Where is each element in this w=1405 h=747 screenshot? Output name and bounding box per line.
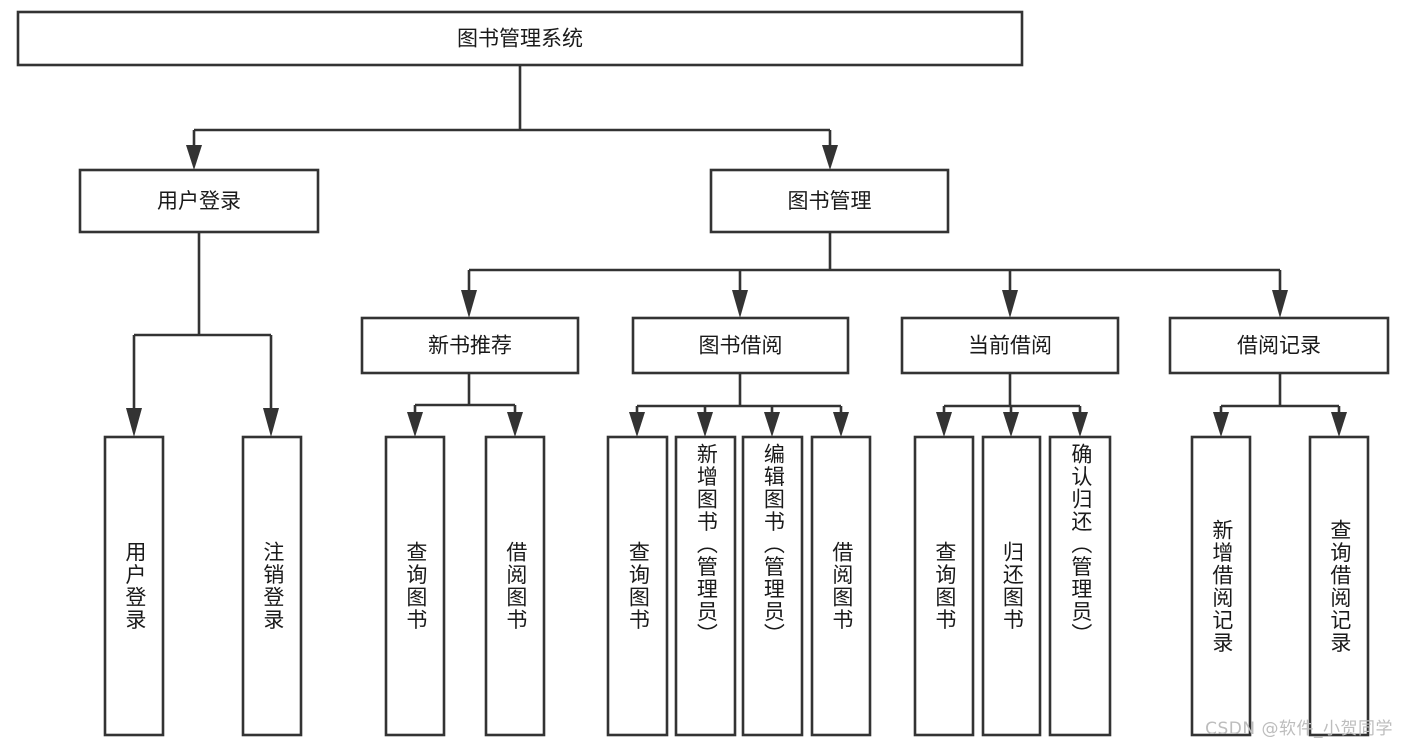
leaf-box-add-borrow-record[interactable] (1190, 435, 1252, 737)
node-label: 当前借阅 (968, 334, 1052, 358)
leaf-box-borrow-book[interactable] (810, 435, 872, 737)
arrow-head-icon (833, 412, 849, 437)
connector-records-to-leaves (1213, 373, 1347, 437)
node-user-login[interactable]: 用户登录 (78, 168, 320, 234)
connector-userlogin-to-leaves (126, 232, 279, 437)
node-box (1168, 316, 1390, 375)
node-label: 新书推荐 (428, 334, 512, 358)
arrow-head-icon (1072, 412, 1088, 437)
leaf-box-query-book-current[interactable] (913, 435, 975, 737)
arrow-head-icon (1003, 412, 1019, 437)
arrow-head-icon (186, 145, 202, 170)
leaf-box-user-login[interactable] (103, 435, 165, 737)
watermark-text: CSDN @软件_小贺同学 (1205, 719, 1393, 739)
arrow-head-icon (1213, 412, 1229, 437)
connector-root-to-level2 (186, 65, 838, 170)
node-label: 图书管理 (788, 189, 872, 213)
node-borrow-records[interactable]: 借阅记录 (1168, 316, 1390, 375)
node-label: 借阅记录 (1237, 334, 1321, 358)
arrow-head-icon (407, 412, 423, 437)
leaf-box-query-book-borrow[interactable] (606, 435, 669, 737)
node-label: 图书借阅 (699, 334, 783, 358)
arrow-head-icon (507, 412, 523, 437)
leaf-box-return-book[interactable] (981, 435, 1042, 737)
connector-bookmgmt-to-level3 (461, 232, 1288, 318)
arrow-head-icon (732, 290, 748, 318)
leaf-box-query-book-newrec[interactable] (384, 435, 446, 737)
arrow-head-icon (126, 408, 142, 437)
node-box (360, 316, 580, 375)
node-new-book-recommend[interactable]: 新书推荐 (360, 316, 580, 375)
node-label: 用户登录 (157, 189, 241, 213)
leaf-box-confirm-return-admin[interactable] (1048, 435, 1112, 737)
leaf-box-query-borrow-record[interactable] (1308, 435, 1370, 737)
arrow-head-icon (263, 408, 279, 437)
node-label: 图书管理系统 (457, 27, 583, 51)
node-box (900, 316, 1120, 375)
arrow-head-icon (1002, 290, 1018, 318)
arrow-head-icon (629, 412, 645, 437)
node-box (709, 168, 950, 234)
leaf-box-logout[interactable] (241, 435, 303, 737)
arrow-head-icon (822, 145, 838, 170)
node-book-borrow[interactable]: 图书借阅 (631, 316, 850, 375)
connector-borrow-to-leaves (629, 373, 849, 437)
arrow-head-icon (764, 412, 780, 437)
arrow-head-icon (697, 412, 713, 437)
leaf-box-edit-book-admin[interactable] (741, 435, 804, 737)
connector-current-to-leaves (936, 373, 1088, 437)
arrow-head-icon (1272, 290, 1288, 318)
arrow-head-icon (461, 290, 477, 318)
node-box (16, 10, 1024, 67)
connector-newbook-to-leaves (407, 373, 523, 437)
leaf-box-add-book-admin[interactable] (674, 435, 737, 737)
leaf-box-borrow-book-newrec[interactable] (484, 435, 546, 737)
arrow-head-icon (1331, 412, 1347, 437)
node-book-management[interactable]: 图书管理 (709, 168, 950, 234)
node-box (78, 168, 320, 234)
arrow-head-icon (936, 412, 952, 437)
node-box (631, 316, 850, 375)
node-current-borrow[interactable]: 当前借阅 (900, 316, 1120, 375)
node-root[interactable]: 图书管理系统 (16, 10, 1024, 67)
